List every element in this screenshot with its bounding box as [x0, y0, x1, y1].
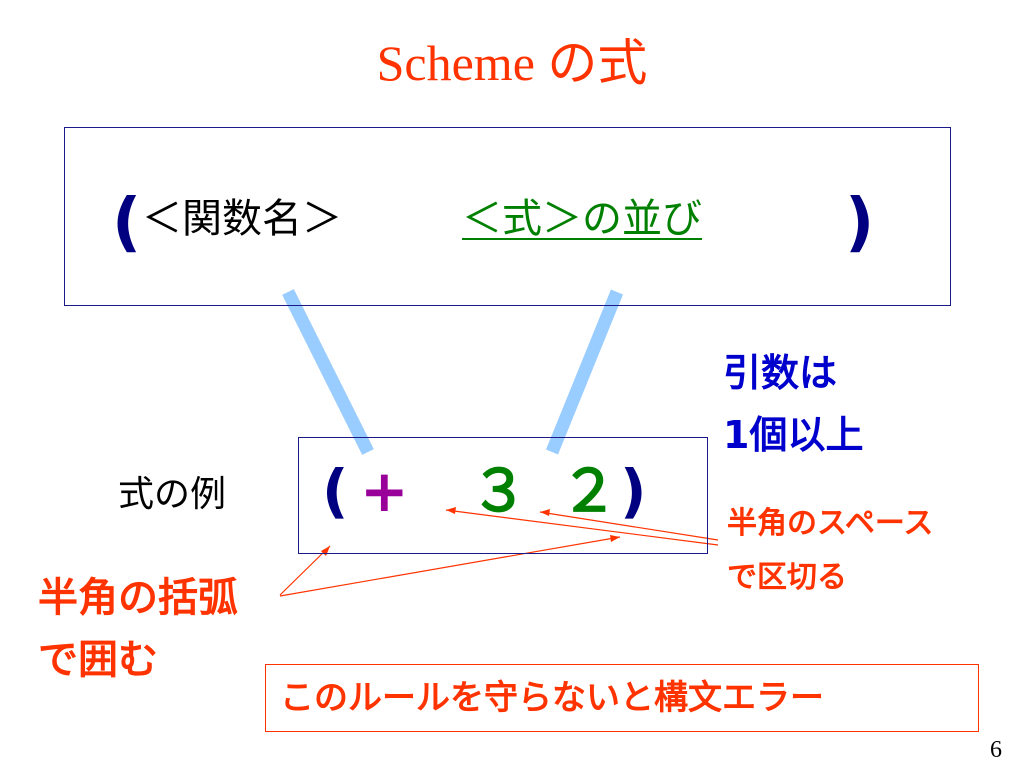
arrowhead-paren-2 [610, 535, 620, 542]
arguments-note: 引数は 1個以上 [723, 342, 863, 466]
example-label: 式の例 [118, 474, 227, 515]
rule-text: このルールを守らないと構文エラー [280, 678, 824, 718]
page-number: 6 [990, 737, 1002, 763]
space-note: 半角のスペース で区切る [727, 497, 933, 605]
arrowhead-space-1 [446, 507, 456, 514]
arrow-space-2 [539, 511, 719, 541]
example-arg-1: ３ [470, 457, 529, 525]
space-note-line1: 半角のスペース [727, 506, 934, 541]
connector-function-to-operator [282, 289, 374, 455]
arguments-note-line2: 1個以上 [723, 413, 864, 457]
arrow-space-1 [445, 509, 719, 546]
arguments-note-line1: 引数は [723, 351, 838, 395]
syntax-expression-sequence: ＜式＞の並び [462, 196, 702, 242]
example-arg-2: ２ [560, 457, 619, 525]
syntax-close-paren: ) [845, 186, 875, 260]
example-close-paren: ) [620, 457, 647, 525]
arrow-paren-1 [279, 545, 331, 596]
space-note-line2: で区切る [727, 560, 847, 595]
connector-expressions-to-args [545, 289, 624, 455]
arrowhead-paren-1 [321, 546, 330, 556]
arrow-paren-2 [279, 536, 621, 597]
syntax-box [64, 127, 951, 306]
arrowhead-space-2 [540, 509, 550, 516]
paren-note: 半角の括弧 で囲む [38, 567, 238, 691]
example-box [298, 437, 708, 554]
paren-note-line1: 半角の括弧 [38, 575, 238, 621]
example-operator: + [360, 457, 409, 525]
example-open-paren: ( [322, 457, 349, 525]
paren-note-line2: で囲む [38, 637, 158, 683]
syntax-open-paren: ( [112, 186, 142, 260]
syntax-function-name: ＜関数名＞ [142, 196, 342, 242]
rule-box: このルールを守らないと構文エラー [265, 664, 979, 732]
slide-title: Scheme の式 [376, 35, 648, 91]
